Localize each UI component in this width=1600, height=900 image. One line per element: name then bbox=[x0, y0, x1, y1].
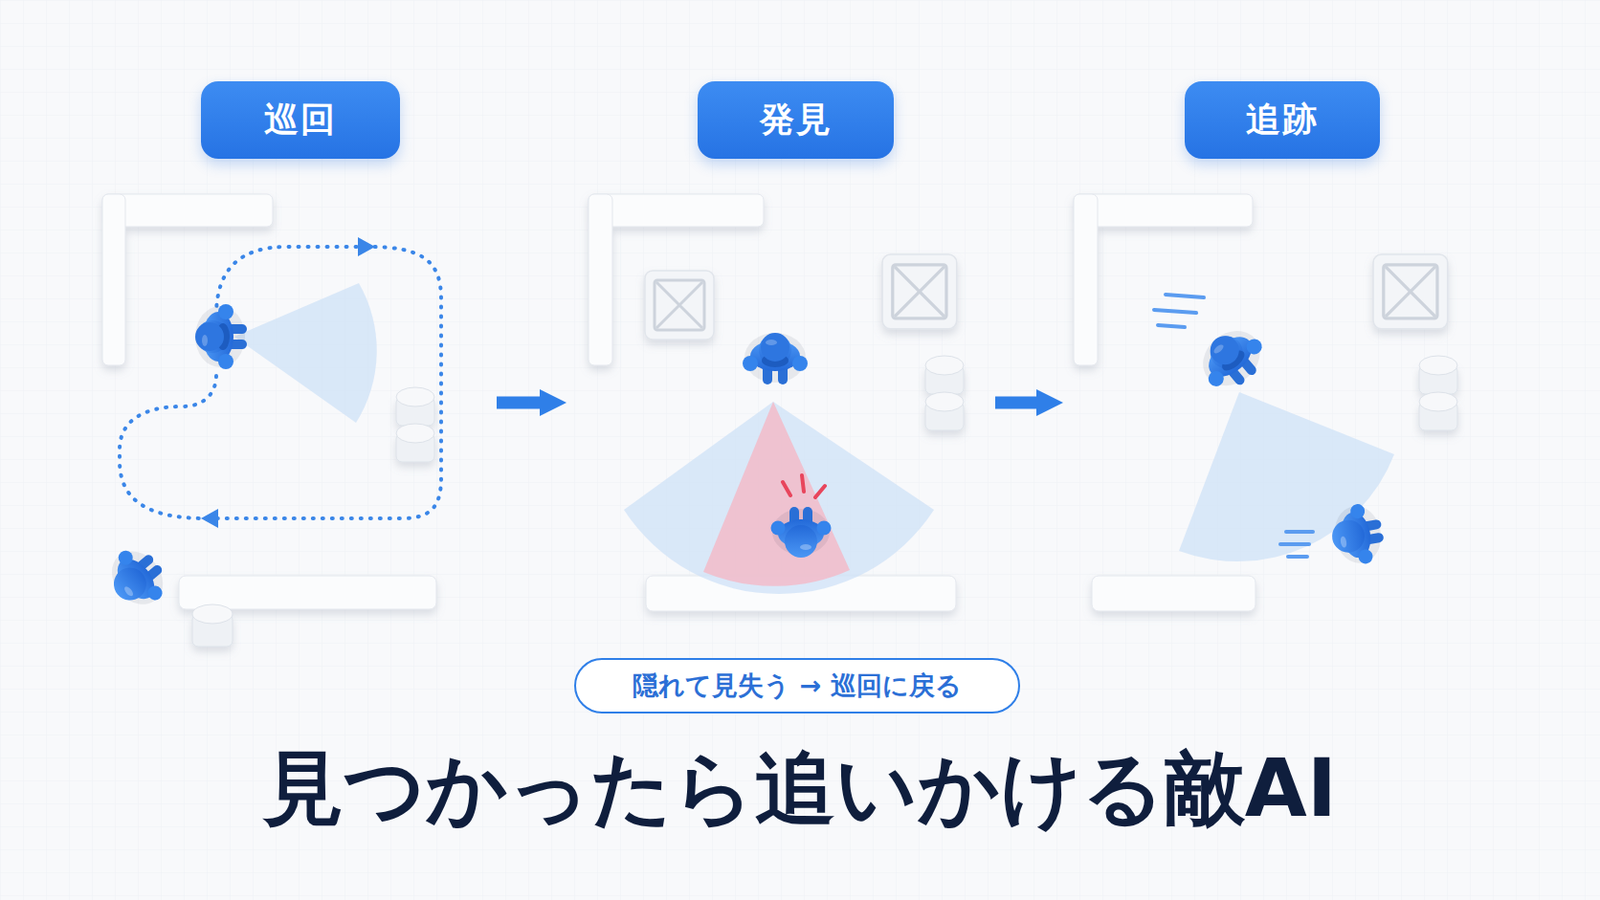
alert-mark bbox=[782, 475, 825, 498]
player-figure bbox=[771, 507, 832, 558]
guard-figure bbox=[742, 333, 808, 385]
note-pill: 隠れて見失う → 巡回に戻る bbox=[574, 658, 1021, 714]
wall bbox=[102, 194, 437, 610]
header-pill: 追跡 bbox=[1184, 81, 1380, 159]
state-panel: 発見 bbox=[566, 81, 996, 618]
crate bbox=[644, 270, 714, 340]
detection-cone bbox=[703, 401, 850, 587]
speed-lines bbox=[1154, 294, 1313, 557]
state-label: 追跡 bbox=[1245, 96, 1319, 144]
route-arrow bbox=[357, 237, 376, 257]
route-arrow bbox=[200, 509, 219, 529]
crate bbox=[1373, 254, 1448, 330]
barrel bbox=[192, 604, 233, 647]
barrel bbox=[925, 355, 964, 431]
header-pill: 巡回 bbox=[200, 81, 400, 159]
guard-figure bbox=[1190, 318, 1274, 400]
patrol-route bbox=[119, 246, 442, 519]
state-label: 発見 bbox=[759, 96, 833, 144]
barrel bbox=[396, 387, 435, 463]
header-pill: 発見 bbox=[697, 81, 894, 159]
flow-arrow bbox=[496, 397, 540, 410]
state-panel: 巡回 bbox=[95, 81, 497, 618]
view-cone bbox=[623, 401, 934, 595]
flow-arrow bbox=[995, 397, 1037, 410]
wall bbox=[588, 194, 956, 612]
view-cone bbox=[234, 283, 378, 423]
player-figure bbox=[98, 538, 177, 618]
guard-figure bbox=[195, 304, 247, 370]
crate bbox=[882, 254, 957, 330]
note-text: 隠れて見失う → 巡回に戻る bbox=[632, 668, 961, 704]
state-panel: 追跡 bbox=[1063, 81, 1466, 618]
state-label: 巡回 bbox=[264, 96, 337, 144]
title: 見つかったら追いかける敵AI bbox=[0, 746, 1600, 831]
player-figure bbox=[1327, 500, 1388, 569]
barrel bbox=[1419, 355, 1458, 431]
